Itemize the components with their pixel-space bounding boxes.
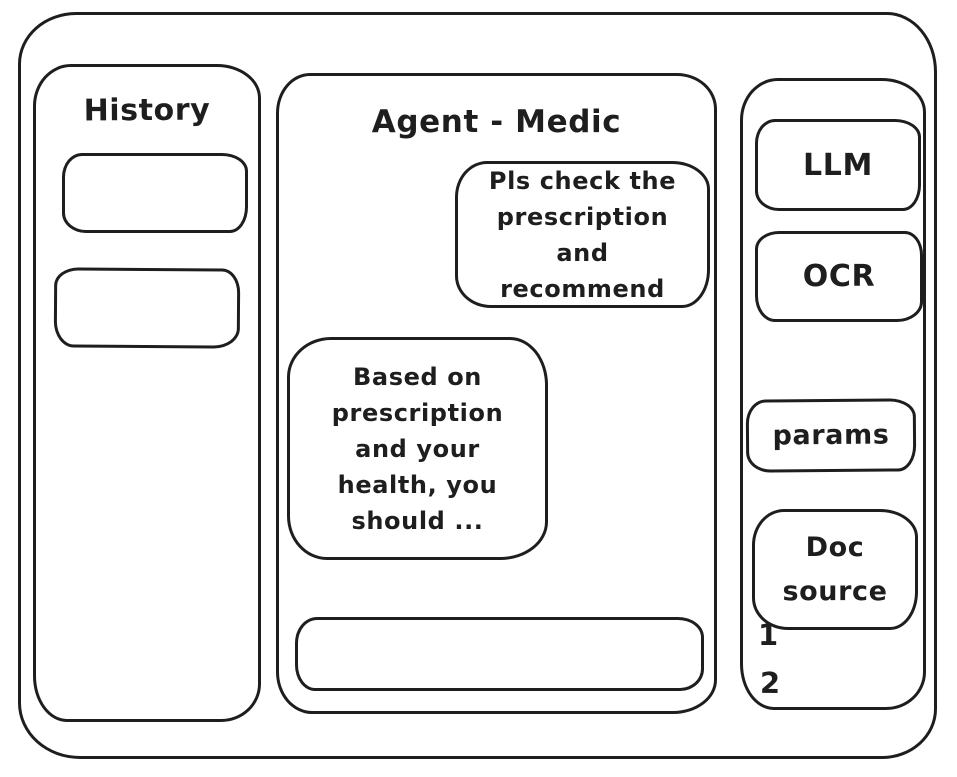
ocr-button[interactable]: OCR: [755, 231, 923, 322]
history-title: History: [83, 92, 211, 129]
user-message-text: Pls check the prescription and recommend: [488, 166, 677, 303]
doc-source-item-2[interactable]: 2: [759, 665, 781, 701]
doc-source-button-label: Doc source: [782, 532, 888, 607]
params-button-label: params: [772, 419, 890, 452]
chat-title: Agent - Medic: [371, 104, 622, 140]
assistant-message-text: Based on prescription and your health, y…: [331, 362, 504, 535]
params-button[interactable]: params: [745, 398, 917, 473]
user-message-bubble: Pls check the prescription and recommend: [455, 161, 710, 308]
history-item[interactable]: [62, 153, 248, 233]
tools-sidebar: LLM OCR params Doc source 1 2: [740, 78, 926, 710]
chat-panel: Agent - Medic Pls check the prescription…: [276, 73, 717, 714]
chat-input[interactable]: [295, 617, 704, 691]
llm-button-label: LLM: [803, 147, 873, 183]
history-sidebar: History: [33, 64, 261, 722]
doc-source-button[interactable]: Doc source: [752, 509, 918, 630]
llm-button[interactable]: LLM: [755, 119, 921, 211]
history-item[interactable]: [53, 267, 241, 349]
assistant-message-bubble: Based on prescription and your health, y…: [287, 337, 548, 560]
ocr-button-label: OCR: [802, 259, 876, 294]
doc-source-item-1[interactable]: 1: [758, 618, 779, 652]
